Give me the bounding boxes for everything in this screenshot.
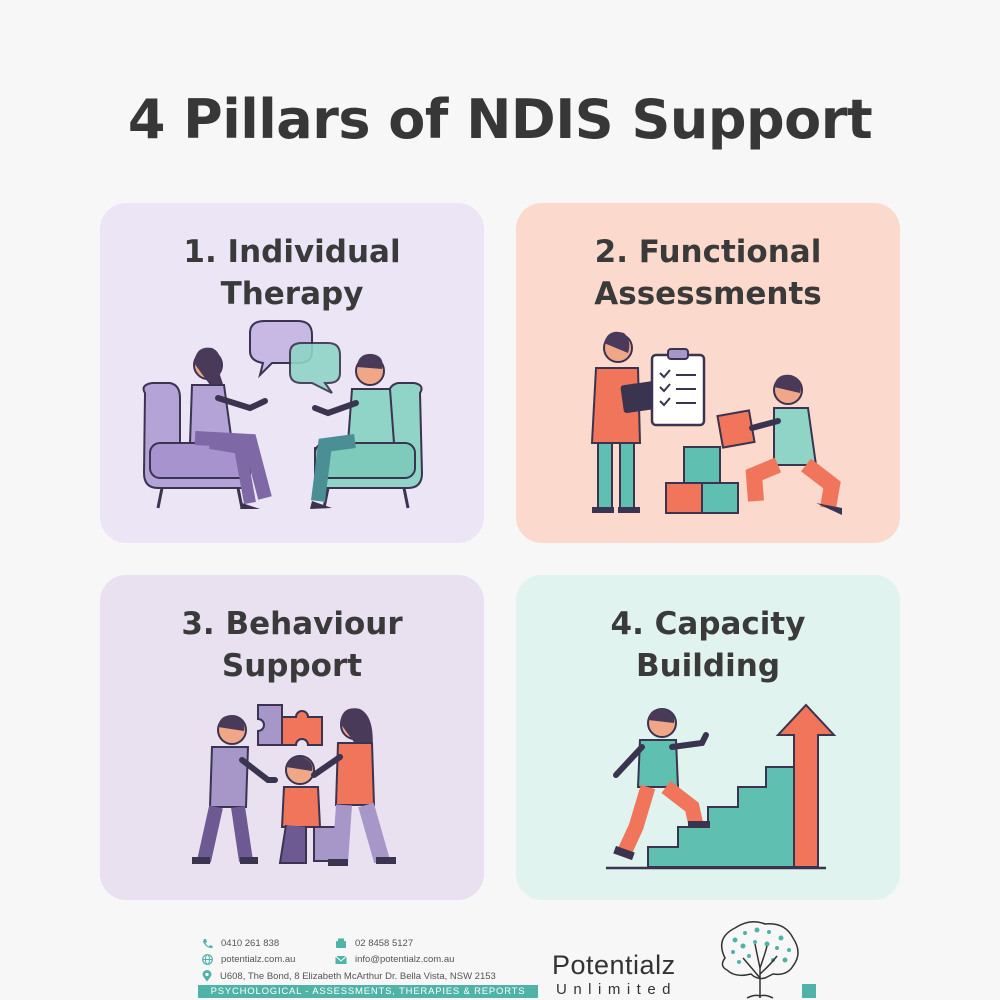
pillar-title: 3. Behaviour Support <box>110 603 474 687</box>
contact-mobile: 0410 261 838 <box>202 938 279 949</box>
pillar-card-functional-assessments: 2. Functional Assessments <box>516 203 900 543</box>
page-title: 4 Pillars of NDIS Support <box>127 88 873 151</box>
pillar-title-line2: Support <box>221 648 363 684</box>
pillar-title-line1: 2. Functional <box>594 234 822 270</box>
contact-fax: 02 8458 5127 <box>335 938 413 949</box>
pillar-title: 4. Capacity Building <box>526 603 890 687</box>
pillar-card-individual-therapy: 1. Individual Therapy <box>100 203 484 543</box>
pillar-title-line2: Building <box>635 648 781 684</box>
pillar-card-capacity-building: 4. Capacity Building <box>516 575 900 900</box>
pillar-title: 2. Functional Assessments <box>526 231 890 315</box>
brand-subtitle: Unlimited <box>556 981 678 998</box>
tagline-banner: PSYCHOLOGICAL - ASSESSMENTS, THERAPIES &… <box>198 985 538 998</box>
location-pin-icon <box>202 970 212 982</box>
contact-website[interactable]: potentialz.com.au <box>202 954 295 965</box>
brand-accent-square <box>802 984 816 998</box>
pillar-title-line2: Assessments <box>594 276 822 312</box>
envelope-icon <box>335 955 347 964</box>
pillar-title-line1: 3. Behaviour <box>181 606 403 642</box>
pillar-title-line1: 4. Capacity <box>610 606 806 642</box>
stairs-growth-illustration <box>606 703 837 870</box>
behaviour-support-illustration <box>192 704 396 866</box>
contact-email[interactable]: info@potentialz.com.au <box>335 954 454 965</box>
brand-name: Potentialz <box>552 950 676 980</box>
fax-icon <box>336 938 346 948</box>
pillar-card-behaviour-support: 3. Behaviour Support <box>100 575 484 900</box>
assessment-illustration <box>590 331 842 515</box>
therapy-session-illustration <box>142 320 424 509</box>
globe-icon <box>202 954 213 965</box>
pillar-title: 1. Individual Therapy <box>110 231 474 315</box>
pillar-title-line1: 1. Individual <box>183 234 401 270</box>
contact-address: U608, The Bond, 8 Elizabeth McArthur Dr.… <box>202 970 496 982</box>
brain-tree-logo <box>720 921 799 999</box>
pillar-title-line2: Therapy <box>220 276 364 312</box>
phone-icon <box>203 939 213 949</box>
